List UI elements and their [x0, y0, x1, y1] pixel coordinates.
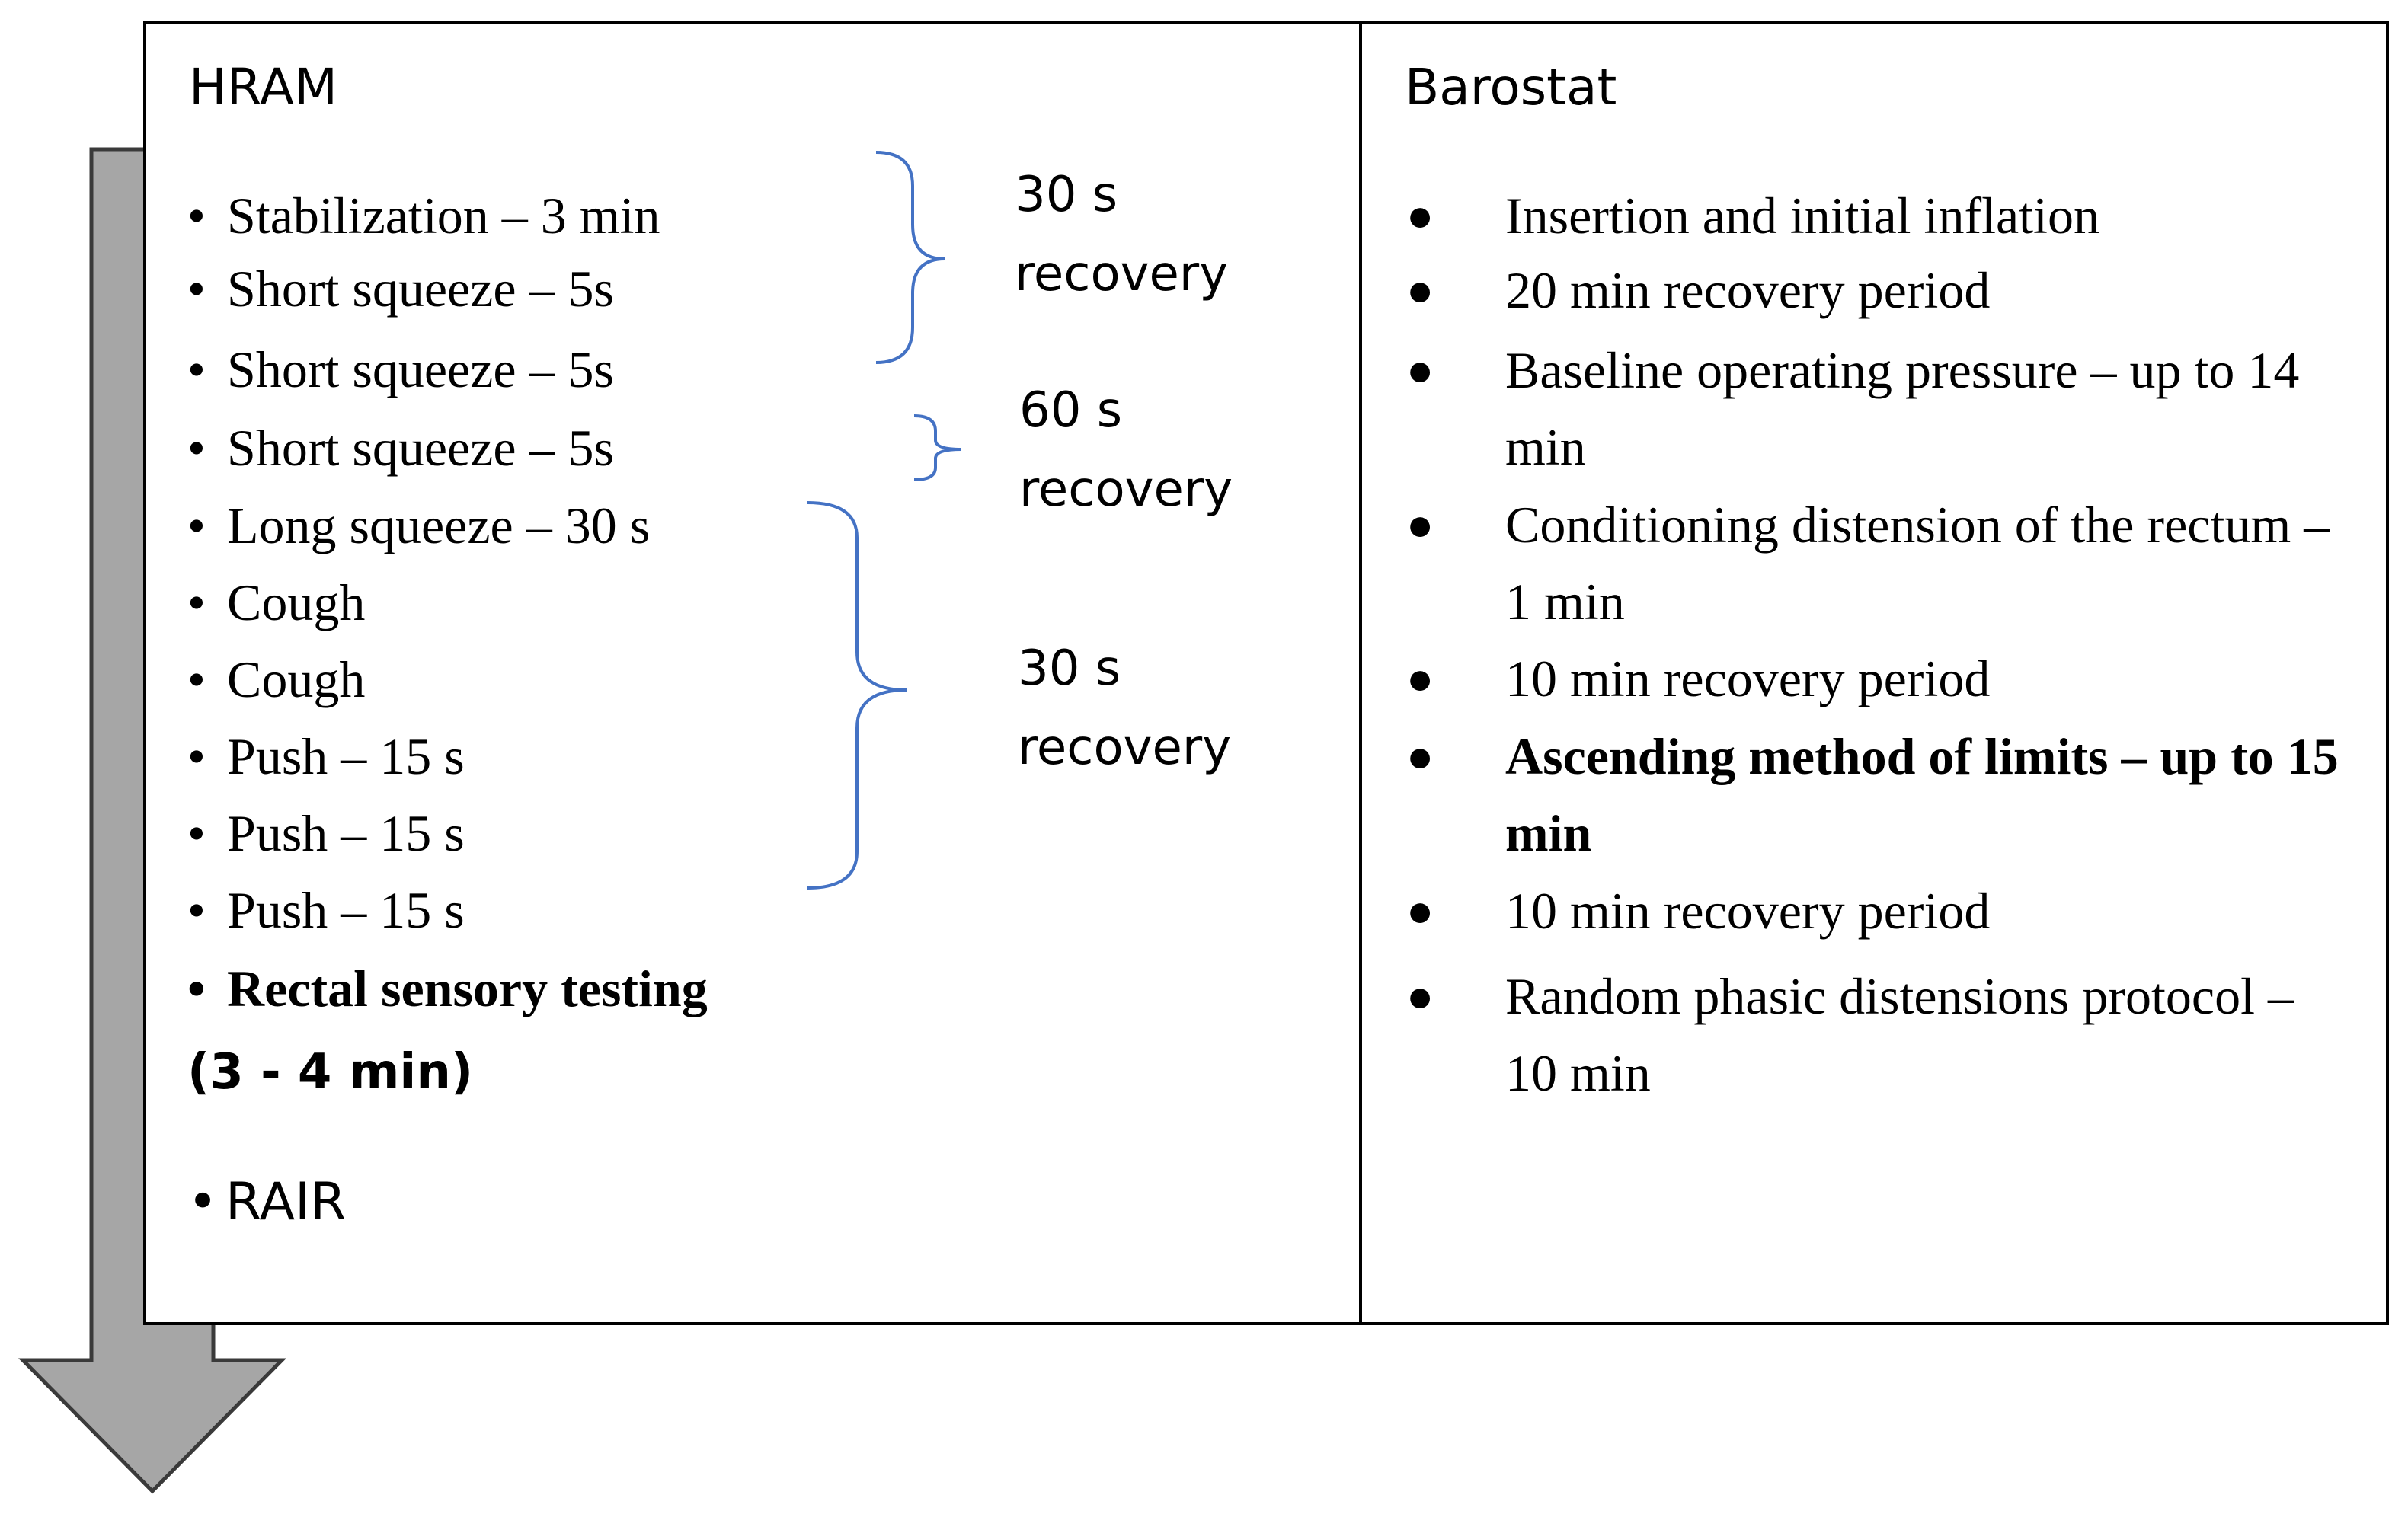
barostat-item-baseline: Baseline operating pressure – up to 14 m…	[1505, 341, 2300, 476]
bullet: •	[187, 881, 206, 939]
hram-step-short-squeeze-2: • Short squeeze – 5s	[187, 339, 614, 400]
recovery-brace-1	[875, 151, 945, 364]
hram-step-push-1: • Push – 15 s	[187, 726, 465, 787]
barostat-item-recovery-10b: 10 min recovery period	[1505, 882, 1991, 940]
hram-sensory-duration: (3 - 4 min)	[187, 1044, 474, 1100]
barostat-item-recovery-10a: 10 min recovery period	[1505, 650, 1991, 707]
bullet: ●	[1406, 971, 1434, 1021]
bullet: ●	[1406, 500, 1434, 550]
hram-step-label: Push – 15 s	[227, 804, 465, 862]
hram-step-push-2: • Push – 15 s	[187, 803, 465, 864]
hram-step-label: Cough	[227, 573, 366, 631]
hram-step-rair: •RAIR	[187, 1172, 346, 1233]
recovery-brace-2	[913, 414, 962, 481]
barostat-item-conditioning: Conditioning distension of the rectum – …	[1505, 496, 2330, 631]
bullet: •	[187, 260, 206, 318]
barostat-item-random-phasic: Random phasic distensions protocol – 10 …	[1505, 967, 2294, 1102]
hram-step-stabilization: • Stabilization – 3 min	[187, 185, 660, 246]
bullet: ●	[1406, 190, 1434, 241]
hram-step-long-squeeze: • Long squeeze – 30 s	[187, 495, 650, 556]
hram-step-label: RAIR	[225, 1172, 347, 1232]
hram-step-label: Long squeeze – 30 s	[227, 497, 651, 554]
recovery-label-3: 30 s recovery	[1018, 640, 1232, 776]
bullet: ●	[1406, 653, 1434, 704]
hram-step-label: Cough	[227, 650, 366, 708]
bullet: •	[187, 419, 206, 477]
bullet: •	[187, 650, 206, 708]
hram-step-label: Stabilization – 3 min	[227, 187, 660, 244]
hram-step-label: Short squeeze – 5s	[227, 260, 615, 318]
hram-step-label: Push – 15 s	[227, 881, 465, 939]
hram-step-cough-1: • Cough	[187, 572, 365, 633]
barostat-item-recovery-20: 20 min recovery period	[1505, 261, 1991, 319]
hram-step-short-squeeze-3: • Short squeeze – 5s	[187, 417, 614, 478]
hram-step-rectal-sensory: • Rectal sensory testing	[187, 958, 708, 1019]
barostat-item-insertion: Insertion and initial inflation	[1505, 187, 2099, 244]
bullet: •	[187, 340, 206, 398]
hram-step-label: Short squeeze – 5s	[227, 340, 615, 398]
barostat-title: Barostat	[1405, 58, 1617, 117]
bullet: ●	[1406, 886, 1434, 936]
bullet: ●	[1406, 345, 1434, 395]
protocol-box	[143, 21, 2389, 1325]
bullet: •	[187, 804, 206, 862]
hram-step-label: Short squeeze – 5s	[227, 419, 615, 477]
bullet: •	[187, 1172, 219, 1232]
bullet: •	[187, 187, 206, 244]
hram-step-label: Rectal sensory testing	[227, 960, 708, 1017]
recovery-label-1: 30 s recovery	[1015, 167, 1229, 302]
bullet: ●	[1406, 265, 1434, 315]
bullet: •	[187, 960, 206, 1017]
barostat-item-ascending: Ascending method of limits – up to 15 mi…	[1505, 727, 2339, 862]
bullet: •	[187, 573, 206, 631]
hram-step-label: Push – 15 s	[227, 727, 465, 785]
hram-step-cough-2: • Cough	[187, 649, 365, 710]
hram-title: HRAM	[189, 58, 337, 117]
bullet: •	[187, 727, 206, 785]
hram-step-push-3: • Push – 15 s	[187, 880, 465, 941]
recovery-label-2: 60 s recovery	[1019, 382, 1233, 518]
recovery-brace-3	[807, 501, 907, 890]
hram-step-short-squeeze-1: • Short squeeze – 5s	[187, 258, 614, 319]
bullet: ●	[1406, 731, 1434, 781]
bullet: •	[187, 497, 206, 554]
